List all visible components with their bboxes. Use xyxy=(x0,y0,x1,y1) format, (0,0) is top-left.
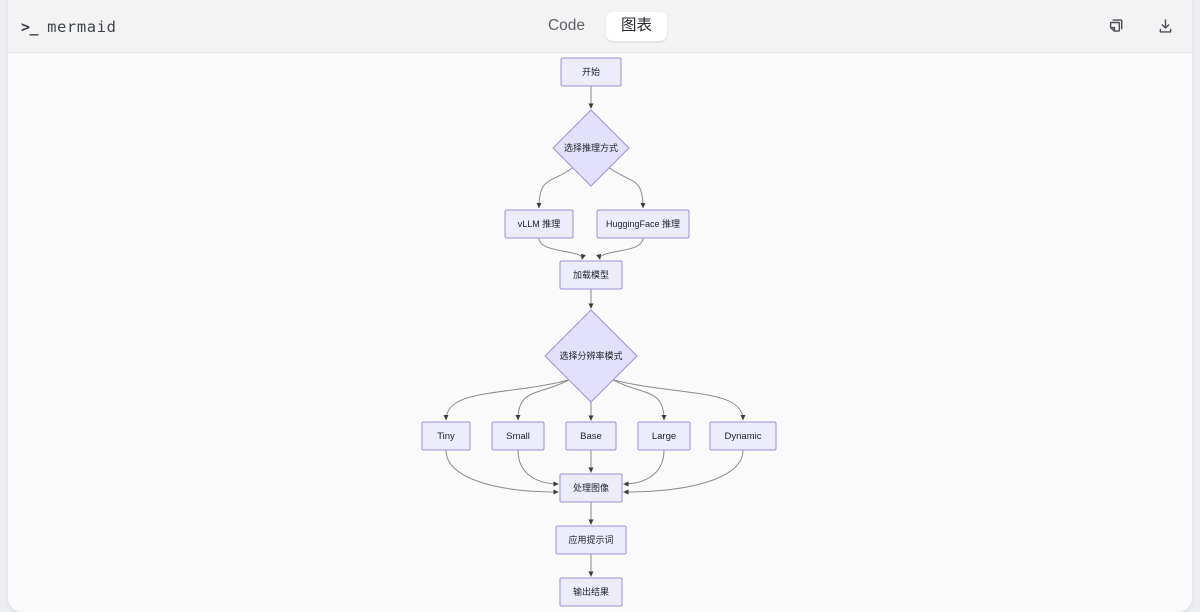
node-label-process: 处理图像 xyxy=(573,482,609,493)
node-process: 处理图像 xyxy=(559,473,623,503)
view-tabs: Code 图表 xyxy=(8,0,1192,53)
node-label-prompt: 应用提示词 xyxy=(568,534,613,545)
node-load: 加载模型 xyxy=(559,260,623,290)
node-dynamic: Dynamic xyxy=(709,421,777,451)
node-label-vllm: vLLM 推理 xyxy=(518,218,561,229)
node-vllm: vLLM 推理 xyxy=(504,209,574,239)
node-label-hf: HuggingFace 推理 xyxy=(606,218,680,229)
edge-mode-to-vllm xyxy=(536,167,574,209)
node-res: 选择分辨率模式 xyxy=(544,309,638,403)
node-prompt: 应用提示词 xyxy=(555,525,627,555)
node-label-res: 选择分辨率模式 xyxy=(559,350,622,361)
node-label-start: 开始 xyxy=(582,66,600,77)
copy-icon[interactable] xyxy=(1105,16,1127,38)
node-mode: 选择推理方式 xyxy=(552,109,630,187)
edge-res-to-large xyxy=(612,379,667,421)
header-actions xyxy=(1105,0,1176,53)
edge-vllm-to-load xyxy=(538,237,586,260)
node-large: Large xyxy=(637,421,691,451)
tab-code[interactable]: Code xyxy=(533,12,600,41)
node-start: 开始 xyxy=(560,57,622,87)
node-base: Base xyxy=(565,421,617,451)
node-label-load: 加载模型 xyxy=(573,269,609,280)
edge-hf-to-load xyxy=(596,237,644,260)
edge-dynamic-to-process xyxy=(623,449,744,495)
edge-layer xyxy=(443,86,746,577)
node-label-large: Large xyxy=(652,431,676,442)
node-small: Small xyxy=(491,421,545,451)
edge-mode-to-hf xyxy=(608,167,646,209)
app-header: >_ mermaid Code 图表 xyxy=(8,0,1192,53)
node-hf: HuggingFace 推理 xyxy=(596,209,690,239)
node-label-dynamic: Dynamic xyxy=(725,431,762,442)
node-output: 输出结果 xyxy=(559,577,623,607)
brand: >_ mermaid xyxy=(21,0,117,53)
download-icon[interactable] xyxy=(1154,16,1176,38)
node-label-base: Base xyxy=(580,431,602,442)
edge-res-to-small xyxy=(515,379,570,421)
edge-tiny-to-process xyxy=(445,449,559,495)
tab-diagram[interactable]: 图表 xyxy=(606,12,668,41)
edge-large-to-process xyxy=(623,449,665,487)
node-label-mode: 选择推理方式 xyxy=(564,142,618,153)
app-title: mermaid xyxy=(47,17,117,36)
terminal-prompt-icon: >_ xyxy=(21,17,39,36)
edge-small-to-process xyxy=(517,449,559,487)
edge-res-to-tiny xyxy=(443,379,570,421)
edge-res-to-dynamic xyxy=(612,379,746,421)
node-label-tiny: Tiny xyxy=(437,431,455,442)
node-label-small: Small xyxy=(506,431,530,442)
node-label-output: 输出结果 xyxy=(573,586,609,597)
mermaid-preview-card: >_ mermaid Code 图表 xyxy=(8,0,1192,612)
diagram-canvas[interactable]: 开始选择推理方式 vLLM 推理 HuggingFace 推理加载模型选择分辨率模式… xyxy=(8,53,1192,612)
node-tiny: Tiny xyxy=(421,421,471,451)
